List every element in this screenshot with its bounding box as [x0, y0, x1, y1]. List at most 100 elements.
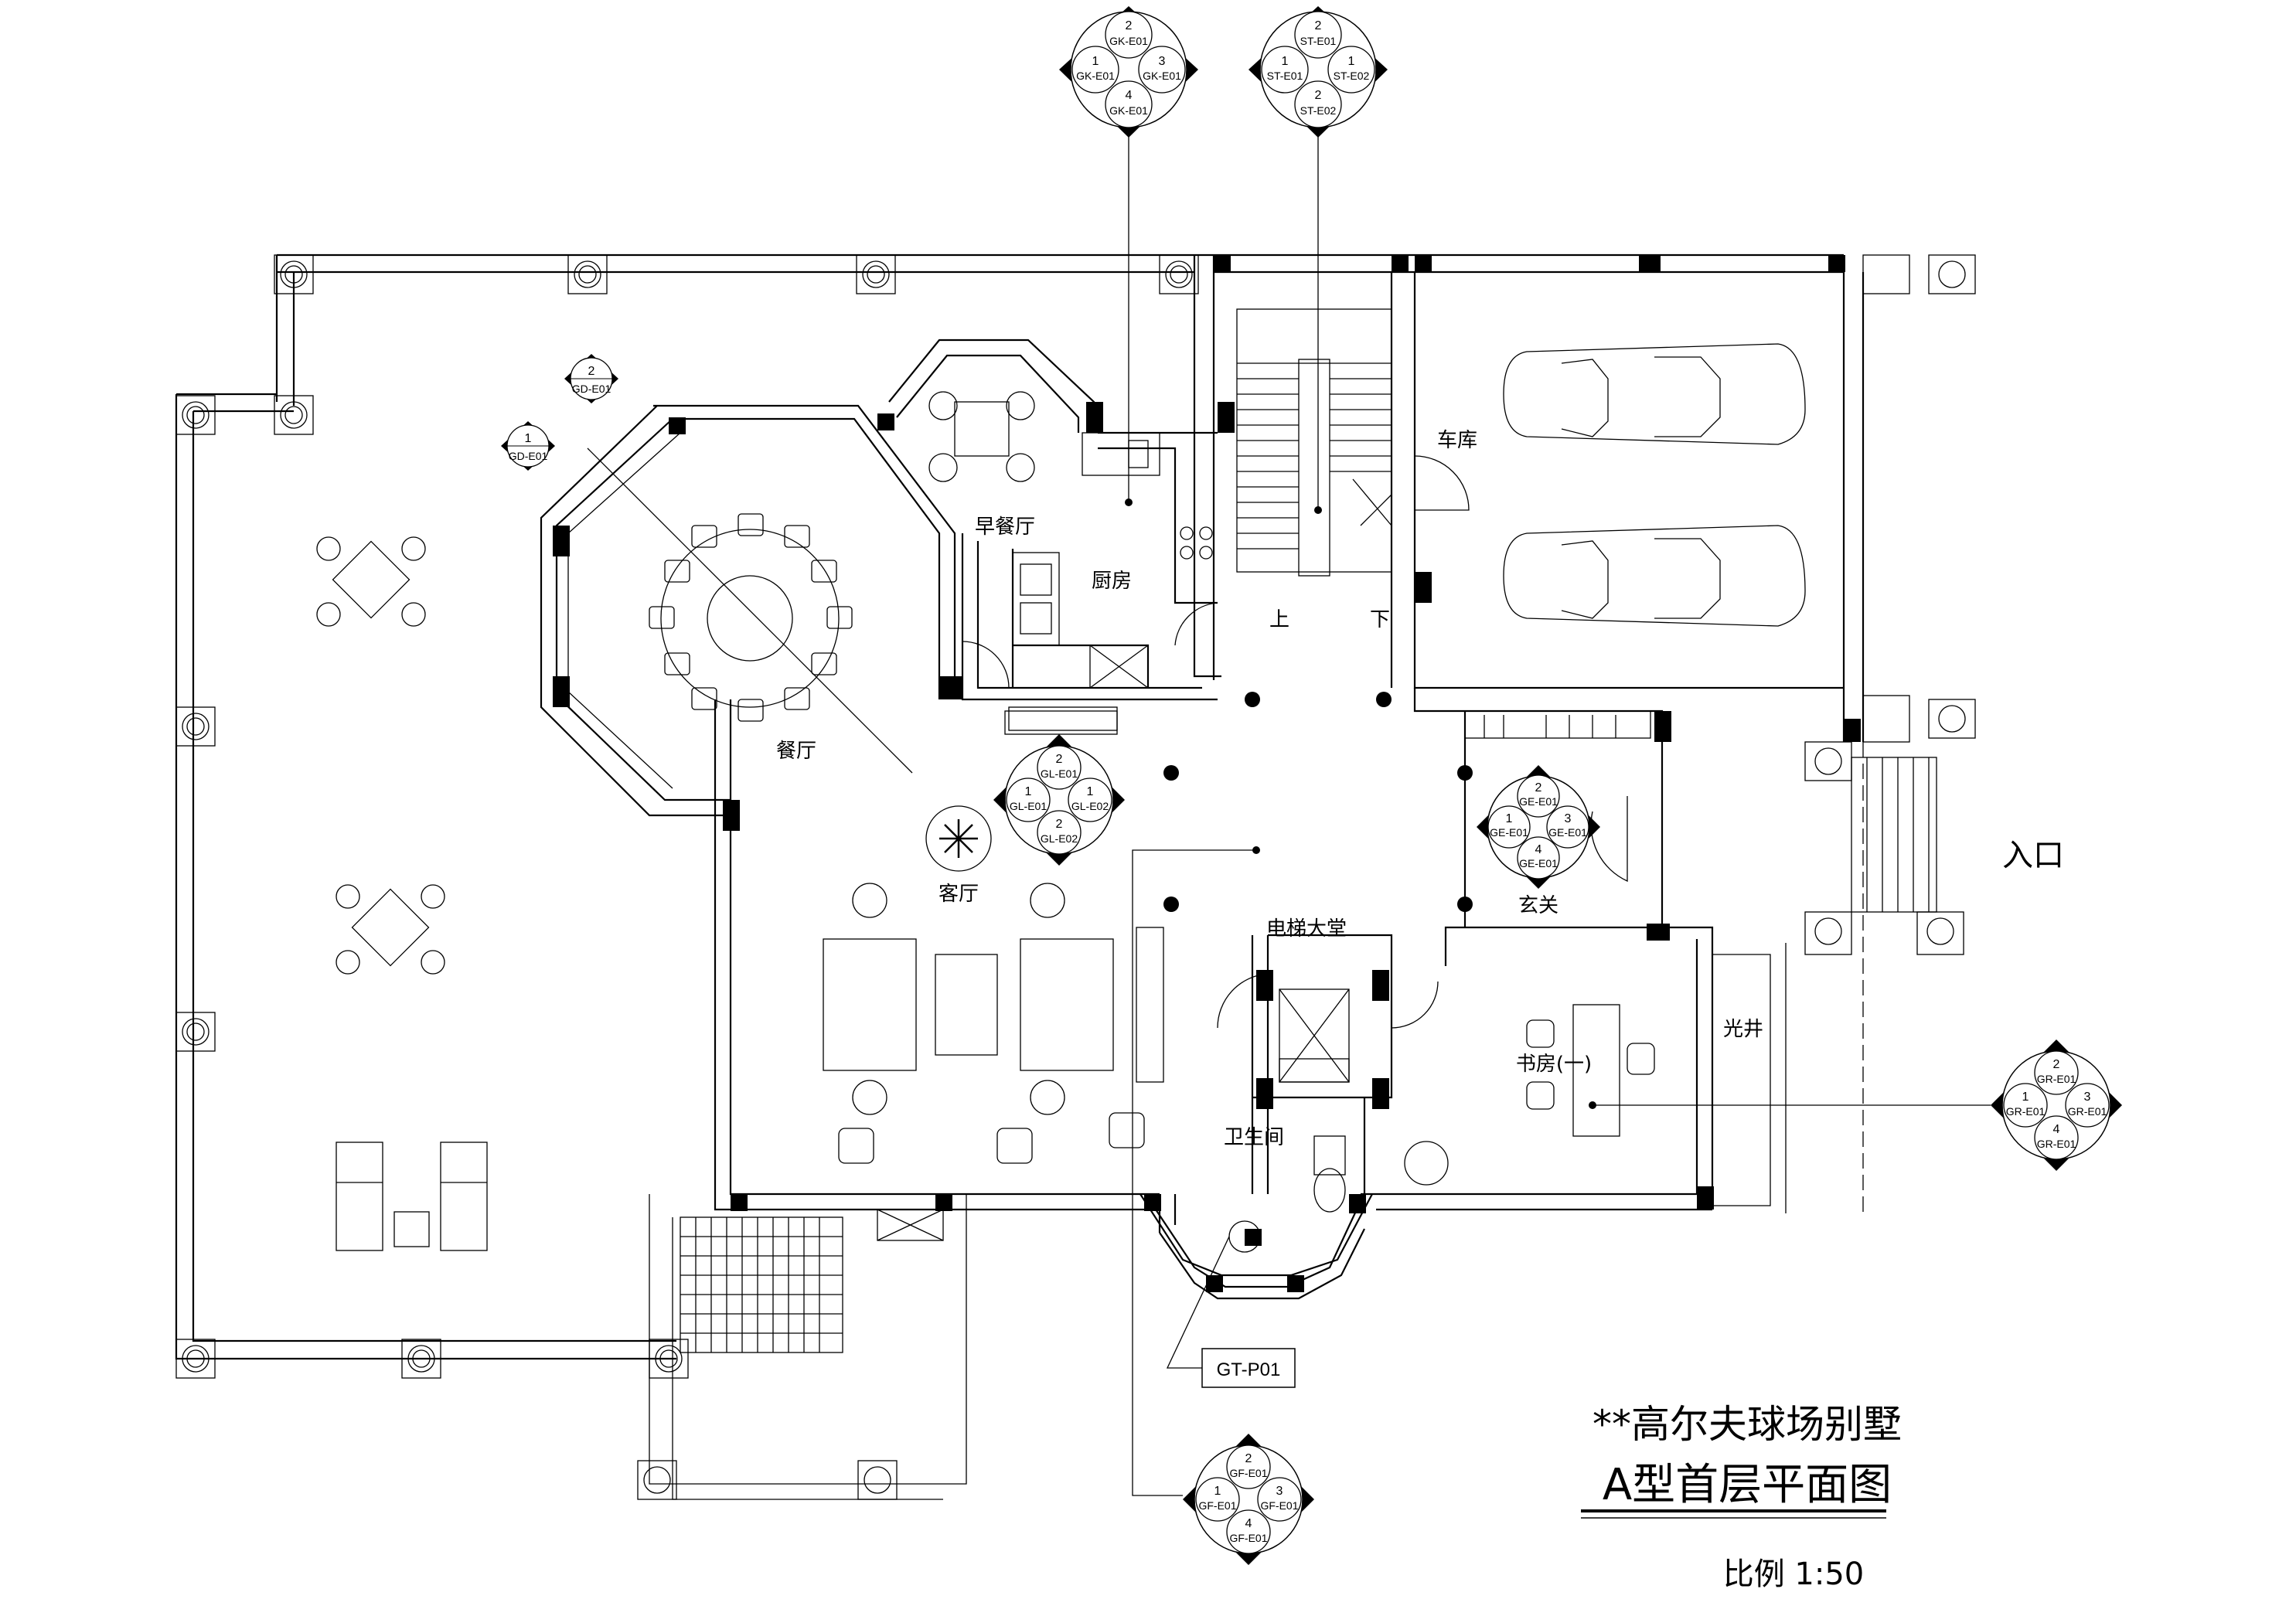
svg-text:GK-E01: GK-E01: [1076, 70, 1115, 82]
svg-text:4: 4: [2053, 1123, 2060, 1136]
front-stairs: [637, 1194, 967, 1500]
svg-text:GF-E01: GF-E01: [1229, 1467, 1267, 1479]
svg-text:3: 3: [1565, 812, 1572, 825]
svg-text:GR-E01: GR-E01: [2037, 1138, 2076, 1150]
svg-text:ST-E02: ST-E02: [1334, 70, 1370, 82]
garage: [1503, 254, 1976, 955]
room-labels: 车库 早餐厅 厨房 上 下 餐厅 客厅 电梯大堂 玄关 书房(一) 卫生间 光井…: [776, 429, 2064, 1149]
house-walls: [540, 253, 1865, 1300]
svg-text:4: 4: [1245, 1517, 1252, 1530]
svg-text:2: 2: [1535, 781, 1542, 794]
svg-text:2: 2: [1315, 89, 1322, 102]
elevation-marker-gk: 2 GK-E01 1 GK-E01 3 GK-E01 4 GK-E01: [1059, 6, 1198, 506]
svg-text:2: 2: [1056, 818, 1063, 831]
elevator-shaft: [1279, 988, 1350, 1083]
elevation-marker-gd-1: 2 GD-E01: [564, 354, 618, 403]
svg-text:ST-E01: ST-E01: [1300, 35, 1337, 47]
svg-text:2: 2: [1245, 1452, 1252, 1465]
terrace: [175, 253, 1214, 1379]
svg-text:GE-E01: GE-E01: [1519, 795, 1558, 808]
svg-text:1: 1: [1025, 785, 1032, 798]
svg-text:3: 3: [1159, 55, 1166, 68]
living-room-furniture: [823, 805, 1164, 1164]
sun-loungers: [336, 1142, 488, 1251]
svg-text:1: 1: [1087, 785, 1094, 798]
label-study: 书房(一): [1516, 1053, 1592, 1076]
svg-text:1: 1: [2022, 1091, 2029, 1104]
staircase: [1236, 308, 1392, 577]
svg-text:GL-E01: GL-E01: [1010, 800, 1047, 812]
svg-text:GK-E01: GK-E01: [1143, 70, 1181, 82]
svg-text:GE-E01: GE-E01: [1548, 826, 1587, 839]
svg-text:GD-E01: GD-E01: [572, 383, 611, 395]
svg-text:2: 2: [1056, 753, 1063, 766]
svg-text:ST-E02: ST-E02: [1300, 104, 1337, 117]
title-block: **高尔夫球场别墅 A型首层平面图 比例 1:50: [1581, 1402, 1902, 1592]
svg-text:GE-E01: GE-E01: [1490, 826, 1528, 839]
label-bathroom: 卫生间: [1224, 1126, 1284, 1149]
car-2: [1503, 525, 1806, 627]
svg-text:2: 2: [1315, 19, 1322, 32]
dining-table: [587, 447, 913, 774]
label-kitchen: 厨房: [1092, 570, 1132, 593]
svg-text:1: 1: [525, 432, 532, 445]
car-1: [1503, 343, 1806, 445]
entrance-stairs: [1851, 757, 1937, 913]
elevation-marker-ge: 2 GE-E01 1 GE-E01 3 GE-E01 4 GE-E01: [1477, 765, 1600, 889]
elevation-marker-gr: 2 GR-E01 1 GR-E01 3 GR-E01 4 GR-E01: [1589, 1039, 2122, 1171]
label-breakfast: 早餐厅: [975, 515, 1035, 539]
svg-text:GL-E02: GL-E02: [1071, 800, 1109, 812]
label-entrance: 入口: [2002, 838, 2064, 873]
svg-text:GF-E01: GF-E01: [1229, 1532, 1267, 1544]
elevation-marker-gf: 2 GF-E01 1 GF-E01 3 GF-E01 4 GF-E01: [1132, 846, 1314, 1565]
label-elevator-hall: 电梯大堂: [1266, 917, 1347, 941]
svg-text:GL-E01: GL-E01: [1041, 767, 1078, 780]
wall-columns: [553, 255, 1861, 1292]
label-dining: 餐厅: [776, 740, 816, 763]
drawing-title: A型首层平面图: [1603, 1460, 1892, 1510]
elevation-marker-st: 2 ST-E01 1 ST-E01 1 ST-E02 2 ST-E02: [1248, 6, 1388, 514]
svg-text:GL-E02: GL-E02: [1041, 832, 1078, 845]
svg-text:3: 3: [1276, 1485, 1283, 1498]
svg-text:GT-P01: GT-P01: [1217, 1359, 1281, 1380]
bathroom-fixtures: [1228, 1135, 1346, 1253]
study-furniture: [1404, 1004, 1655, 1186]
outdoor-table-1: [316, 536, 426, 627]
door-swings: [962, 455, 1628, 1029]
svg-text:1: 1: [1214, 1485, 1221, 1498]
svg-text:4: 4: [1535, 843, 1542, 856]
label-living: 客厅: [938, 883, 979, 906]
svg-text:1: 1: [1092, 55, 1099, 68]
svg-text:1: 1: [1282, 55, 1289, 68]
scale-label: 比例 1:50: [1723, 1557, 1865, 1592]
elevation-marker-gl: 2 GL-E01 1 GL-E01 1 GL-E02 2 GL-E02: [993, 734, 1125, 866]
svg-text:GE-E01: GE-E01: [1519, 857, 1558, 869]
detail-tag-gt-p01: GT-P01: [1166, 1236, 1296, 1388]
svg-text:GR-E01: GR-E01: [2037, 1073, 2076, 1085]
label-lightwell: 光井: [1723, 1018, 1763, 1041]
project-title: **高尔夫球场别墅: [1593, 1402, 1902, 1447]
svg-text:GD-E01: GD-E01: [509, 450, 548, 462]
svg-text:4: 4: [1126, 89, 1133, 102]
svg-text:ST-E01: ST-E01: [1267, 70, 1303, 82]
label-stair-up: 上: [1269, 608, 1289, 631]
breakfast-table: [928, 391, 1035, 482]
elevation-marker-gd-2: 1 GD-E01: [501, 421, 555, 471]
svg-text:GF-E01: GF-E01: [1260, 1499, 1298, 1512]
svg-text:GK-E01: GK-E01: [1109, 104, 1148, 117]
svg-text:GF-E01: GF-E01: [1198, 1499, 1236, 1512]
svg-text:3: 3: [2084, 1091, 2091, 1104]
svg-text:2: 2: [1126, 19, 1133, 32]
svg-text:2: 2: [2053, 1058, 2060, 1071]
label-stair-down: 下: [1370, 608, 1390, 631]
outdoor-table-2: [336, 884, 445, 975]
svg-text:GR-E01: GR-E01: [2006, 1105, 2046, 1118]
hall-columns: [1163, 692, 1473, 912]
label-foyer: 玄关: [1518, 894, 1558, 917]
svg-text:GR-E01: GR-E01: [2068, 1105, 2107, 1118]
svg-text:1: 1: [1506, 812, 1513, 825]
svg-text:1: 1: [1348, 55, 1355, 68]
label-garage: 车库: [1437, 429, 1477, 452]
svg-text:2: 2: [588, 365, 595, 378]
